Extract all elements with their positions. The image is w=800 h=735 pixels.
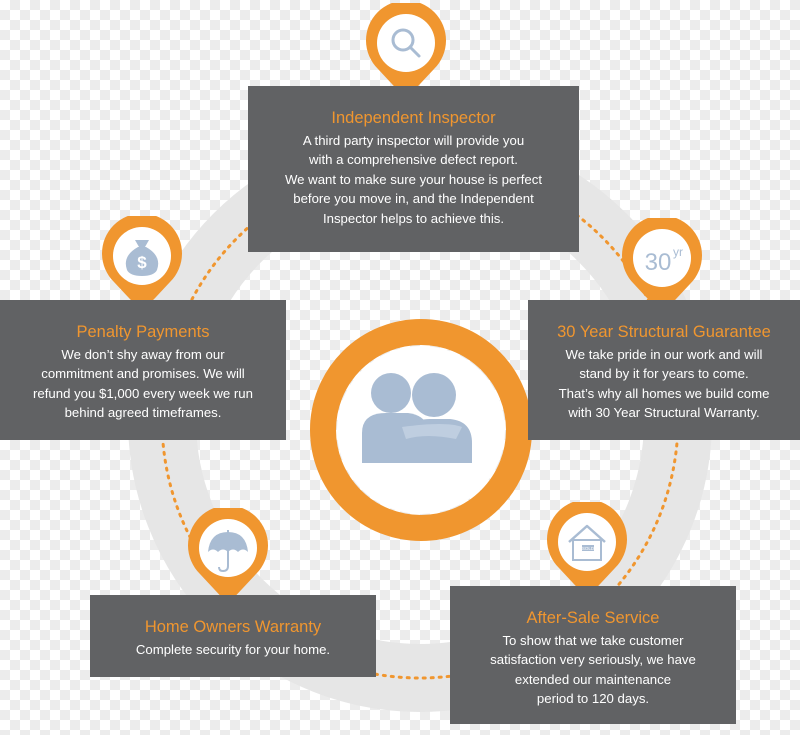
magnifier-icon — [391, 28, 421, 58]
30yr-icon: 30 yr — [645, 245, 683, 276]
card-after-sale-service: After-Sale Service To show that we take … — [450, 586, 736, 724]
card-title: Home Owners Warranty — [144, 618, 322, 636]
card-body: A third party inspector will provide you… — [284, 133, 543, 226]
card-home-owners-warranty: Home Owners Warranty Complete security f… — [90, 595, 376, 677]
card-30-year-structural-guarantee: 30 Year Structural Guarantee We take pri… — [528, 300, 800, 440]
center-family-ring — [310, 319, 532, 541]
card-title: 30 Year Structural Guarantee — [557, 323, 771, 341]
card-body: To show that we take customer satisfacti… — [490, 633, 696, 707]
money-bag-icon: $ — [125, 240, 159, 276]
pin-guarantee: 30 yr — [622, 218, 702, 314]
pin-aftersale: SOLD — [547, 502, 627, 598]
card-independent-inspector: Independent Inspector A third party insp… — [248, 86, 579, 252]
30yr-number: 30 — [645, 249, 672, 276]
30yr-suffix: yr — [673, 245, 683, 259]
card-penalty-payments: Penalty Payments We don’t shy away from … — [0, 300, 286, 440]
umbrella-icon — [208, 530, 248, 573]
center-orange-ring — [310, 319, 532, 541]
card-body: Complete security for your home. — [135, 642, 331, 657]
card-title: Penalty Payments — [76, 323, 210, 341]
card-title: Independent Inspector — [331, 109, 496, 127]
card-title: After-Sale Service — [526, 609, 660, 627]
card-body: We take pride in our work and will stand… — [558, 347, 770, 421]
sold-sign-text: SOLD — [582, 546, 595, 551]
svg-text:$: $ — [137, 253, 147, 272]
family-icon — [362, 373, 472, 463]
pin-inspector — [366, 3, 446, 99]
card-body: We don’t shy away from our commitment an… — [33, 347, 253, 421]
pin-warranty — [188, 508, 268, 604]
pin-penalty: $ — [102, 216, 182, 312]
sold-house-icon: SOLD — [568, 524, 606, 561]
